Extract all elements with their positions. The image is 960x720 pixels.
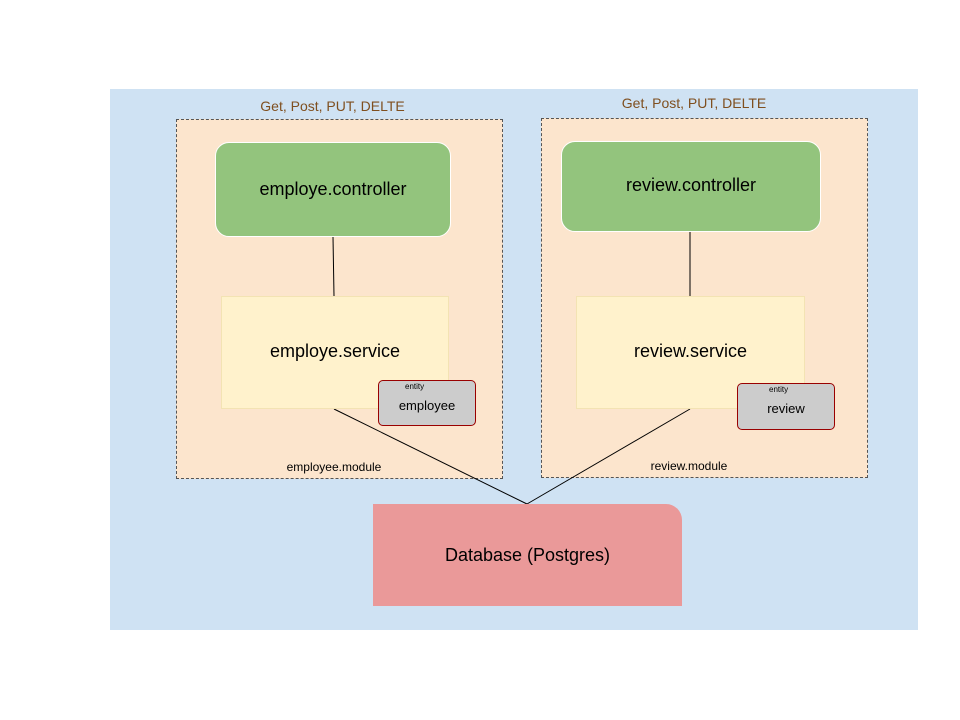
employee-http-methods-label: Get, Post, PUT, DELTE (260, 98, 405, 114)
employee-controller-box: employe.controller (215, 142, 451, 237)
review-controller-box: review.controller (561, 141, 821, 232)
review-controller-label: review.controller (625, 175, 757, 195)
employee-entity-name: employee (398, 398, 456, 413)
review-entity-tag: entity (769, 385, 789, 394)
review-entity-box: entity review (737, 383, 835, 430)
review-module-label: review.module (650, 459, 728, 473)
employee-module-label: employee.module (286, 460, 382, 474)
employee-entity-box: entity employee (378, 380, 476, 426)
review-service-box: review.service (576, 296, 805, 409)
employee-service-database-connector (333, 408, 528, 505)
review-service-database-connector (526, 408, 691, 505)
review-service-label: review.service (633, 341, 748, 361)
employee-entity-tag: entity (405, 382, 425, 391)
database-box: Database (Postgres) (373, 504, 682, 606)
database-label: Database (Postgres) (444, 544, 611, 565)
employee-controller-label: employe.controller (259, 179, 407, 199)
review-entity-name: review (767, 401, 805, 416)
review-http-methods-label: Get, Post, PUT, DELTE (621, 95, 767, 111)
employee-controller-service-connector (332, 236, 335, 297)
employee-service-label: employe.service (269, 341, 401, 361)
